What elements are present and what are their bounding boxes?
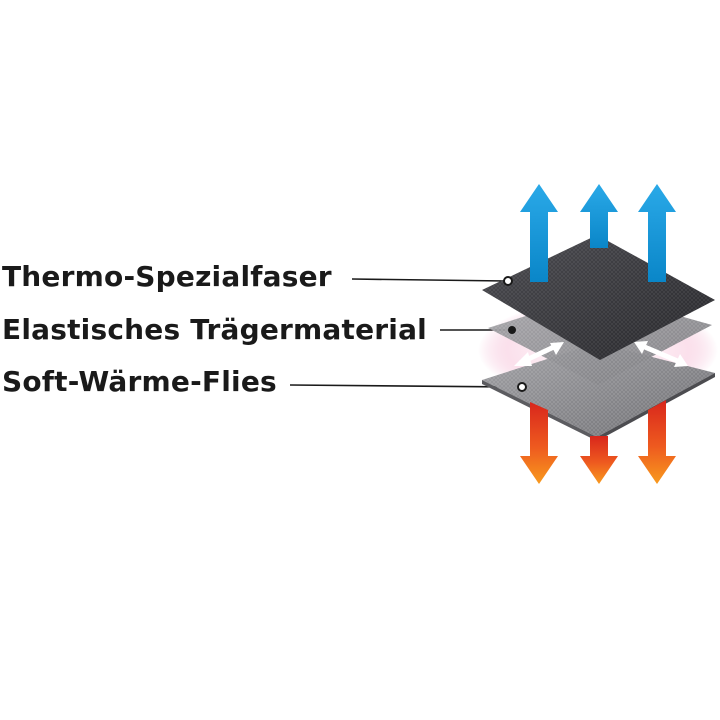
cooling-arrow-up-icon [520, 184, 676, 282]
label-elastic-carrier: Elastisches Trägermaterial [2, 313, 427, 346]
label-warm-fleece: Soft-Wärme-Flies [2, 365, 277, 398]
pointer-dot-top [503, 276, 513, 286]
pointer-dot-middle [508, 326, 516, 334]
label-thermo-fiber: Thermo-Spezialfaser [2, 260, 332, 293]
leader-line-top [351, 278, 507, 282]
warming-arrow-down-icon [520, 400, 676, 484]
stretch-arrow-left-icon [514, 342, 564, 366]
pointer-dot-bottom [517, 382, 527, 392]
leader-line-bottom [289, 384, 521, 388]
stretch-arrow-right-icon [634, 341, 688, 367]
